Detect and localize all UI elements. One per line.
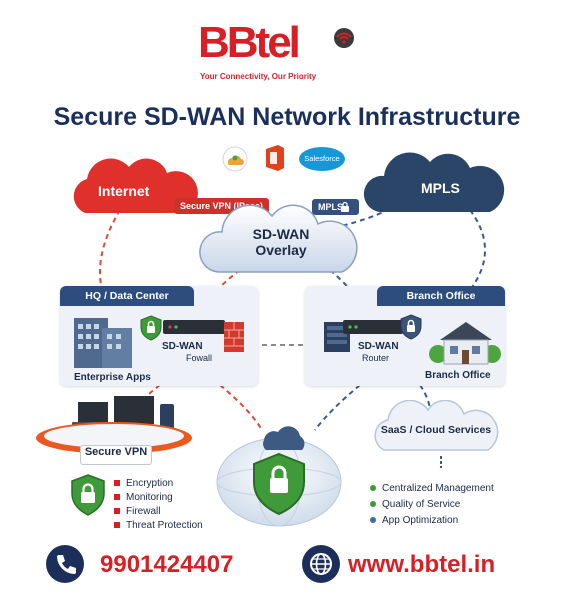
salesforce-icon [299,147,345,171]
bullet-icon [114,522,120,528]
cloud-app-icon [222,146,248,172]
phone-number[interactable]: 9901424407 [100,551,234,578]
branch-caption: Branch Office [425,370,491,381]
hq-to-shield-line [219,384,263,431]
vpn-shield-icon [71,474,105,516]
hq-device-line2: Fowall [186,353,213,363]
vpn-platform [36,422,192,454]
salesforce-label: Salesforce [304,154,340,163]
internet-label: Internet [98,183,150,199]
branch-house-icon [429,322,501,365]
saas-cloud [374,400,499,451]
branch-device-line2: Router [362,353,390,363]
lock-icon [341,201,349,212]
branch-panel-header: Branch Office [377,286,505,306]
bullet-icon [114,494,120,500]
office-building-icon [74,318,132,368]
vpn-feature-item: Threat Protection [114,518,203,532]
hq-caption: Enterprise Apps [74,372,151,383]
bullet-icon [114,480,120,486]
bbtel-logo: BBtel Your Connectivity, Our Priority [198,18,376,84]
firewall-icon [224,322,244,352]
sdwan-overlay-line1: SD-WAN [252,226,310,242]
saas-feature-item: Quality of Service [370,496,494,512]
hq-device-line1: SD-WAN [162,341,203,352]
saas-feature-item: Centralized Management [370,480,494,496]
vpn-feature-item: Monitoring [114,490,203,504]
logo-tagline: Your Connectivity, Our Priority [200,72,317,81]
mpls-to-branch-line [469,209,486,291]
saas-connector [440,456,442,468]
internet-cloud [73,158,198,213]
globe-icon[interactable] [302,545,340,583]
internet-to-hq-line [99,209,121,301]
vpn-feature-item: Firewall [114,504,203,518]
page-title: Secure SD-WAN Network Infrastructure [53,103,521,131]
bullet-icon [370,517,376,523]
logo-wifi-icon [334,28,354,48]
saas-feature-list: Centralized Management Quality of Servic… [370,480,494,528]
client-devices-icon [72,396,174,432]
office-app-icon [266,145,284,171]
mpls-label: MPLS [421,180,460,196]
logo-wordmark: BBtel [198,18,301,67]
bullet-icon [114,508,120,514]
bullet-icon [370,501,376,507]
saas-label: SaaS / Cloud Services [380,424,492,436]
sdwan-router-icon [343,320,403,334]
branch-device-line1: SD-WAN [358,341,399,352]
sdwan-appliance-icon [163,320,225,334]
bullet-icon [370,485,376,491]
mpls-cloud [363,152,505,212]
vpn-feature-list: Encryption Monitoring Firewall Threat Pr… [114,476,203,532]
branch-shield-icon [400,314,422,340]
secure-vpn-label: Secure VPN [80,445,152,465]
sdwan-overlay-line2: Overlay [255,242,307,258]
website-link[interactable]: www.bbtel.in [348,551,496,578]
vpn-feature-item: Encryption [114,476,203,490]
sdwan-overlay-cloud [199,204,358,273]
saas-feature-item: App Optimization [370,512,494,528]
sdwan-overlay-label: SD-WAN Overlay [246,226,316,258]
phone-icon[interactable] [46,545,84,583]
security-globe-icon [216,426,342,527]
hq-panel-header: HQ / Data Center [60,286,194,306]
hq-shield-icon [140,315,162,341]
